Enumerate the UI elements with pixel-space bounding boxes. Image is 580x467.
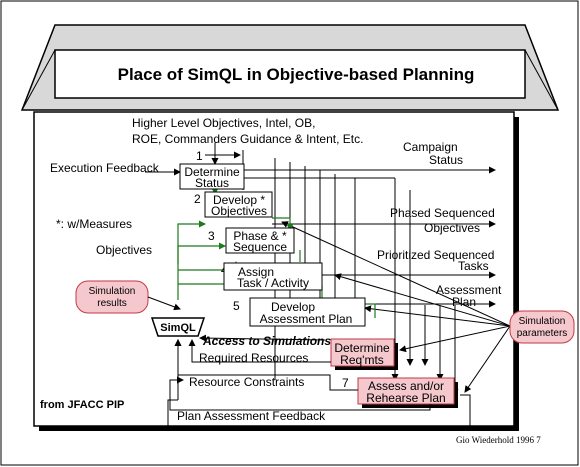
title-banner: Place of SimQL in Objective-based Planni… (20, 24, 560, 111)
step-5-number: 5 (233, 299, 240, 313)
measures-note: *: w/Measures (56, 217, 132, 231)
prioritized-tasks-line1: Prioritized Sequenced (377, 248, 494, 262)
step-5-line2: Assessment Plan (260, 312, 353, 326)
simulation-parameters-box: Simulation parameters (509, 310, 575, 344)
assessment-plan-line2: Plan (452, 295, 476, 309)
phased-objectives-line1: Phased Sequenced (390, 206, 495, 220)
execution-feedback-label: Execution Feedback (50, 161, 160, 175)
sim-params-line2: parameters (517, 328, 568, 339)
credit-note: Gio Wiederhold 1996 7 (456, 435, 541, 445)
step-6: Determine Req'mts (330, 338, 398, 370)
step-5-line1: Develop (271, 300, 315, 314)
required-resources-label: Required Resources (199, 351, 308, 365)
step-4-line1: Assign (238, 265, 274, 279)
higher-objectives-line1: Higher Level Objectives, Intel, OB, (132, 116, 315, 130)
simulation-results-box: Simulation results (75, 280, 149, 314)
feedback-lines (167, 339, 471, 429)
step-4-line2: Task / Activity (237, 276, 309, 290)
step-6-line2: Req'mts (340, 353, 384, 367)
step-2-line1: Develop * (213, 193, 265, 207)
output-arrows (243, 166, 496, 308)
campaign-status-line2: Status (429, 153, 463, 167)
step-2-line2: Objectives (211, 204, 267, 218)
step-7: 7 Assess and/or Rehearse Plan (342, 376, 458, 408)
sim-param-lines (281, 221, 511, 393)
step-2: 2 Develop * Objectives (194, 191, 273, 218)
objectives-note: Objectives (96, 243, 152, 257)
higher-objectives-line2: ROE, Commanders Guidance & Intent, Etc. (132, 132, 363, 146)
step-1: 1 Determine Status (179, 149, 245, 190)
plan-assessment-feedback-label: Plan Assessment Feedback (177, 409, 326, 423)
simql-label: SimQL (160, 322, 196, 334)
assessment-plan-line1: Assessment (436, 283, 502, 297)
simql-node: SimQL (150, 317, 206, 337)
step-1-line2: Status (195, 176, 229, 190)
step-7-line1: Assess and/or (368, 379, 444, 393)
access-arrow (199, 334, 326, 342)
step-1-number: 1 (196, 149, 203, 163)
step-7-line2: Rehearse Plan (366, 391, 445, 405)
page-title: Place of SimQL in Objective-based Planni… (118, 65, 475, 84)
step-3: 3 Phase & * Sequence (208, 227, 295, 254)
sim-results-line1: Simulation (89, 286, 136, 297)
resource-constraints-label: Resource Constraints (189, 375, 304, 389)
campaign-status-line1: Campaign (403, 140, 458, 154)
sim-params-line1: Simulation (519, 316, 566, 327)
sim-results-line2: results (97, 298, 126, 309)
access-simulations-label: Access to Simulations (202, 334, 331, 348)
step-1-line1: Determine (184, 165, 240, 179)
step-3-number: 3 (208, 229, 215, 243)
step-3-line1: Phase & * (233, 229, 287, 243)
step-7-number: 7 (342, 376, 349, 390)
step-3-line2: Sequence (233, 240, 287, 254)
step-5: 5 Develop Assessment Plan (233, 297, 366, 327)
source-note: from JFACC PIP (40, 399, 124, 411)
green-flow-lines (177, 176, 376, 318)
sim-results-arrow (147, 296, 181, 311)
phased-objectives-line2: Objectives (424, 221, 480, 235)
step-2-number: 2 (194, 192, 201, 206)
step-6-line1: Determine (334, 341, 390, 355)
step-4: 4 Assign Task / Activity (221, 262, 323, 291)
prioritized-tasks-line2: Tasks (458, 259, 489, 273)
